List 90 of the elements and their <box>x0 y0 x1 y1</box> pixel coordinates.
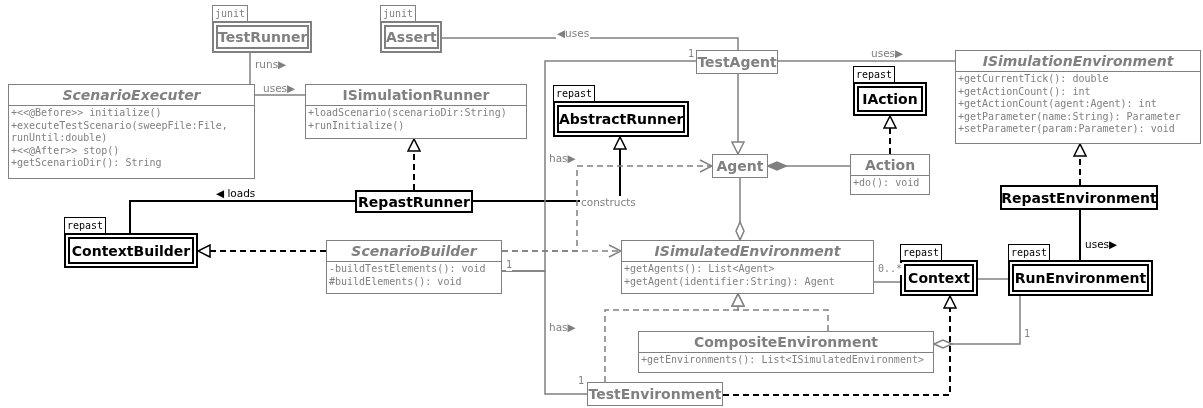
inheritance-arrow <box>604 293 745 383</box>
multiplicity-label: 1 <box>688 48 695 60</box>
association-line <box>1079 209 1081 262</box>
association-line <box>129 200 356 235</box>
method-signature: +setParameter(param:Parameter): void <box>958 123 1176 136</box>
multiplicity-label: 1 <box>578 375 585 387</box>
method-signature: +runInitialize() <box>308 119 406 132</box>
class-name: ISimulatedEnvironment <box>653 242 842 261</box>
package-tab: repast <box>64 217 107 233</box>
edge-label: uses▶ <box>262 82 297 94</box>
method-signature: #buildElements(): void <box>329 275 463 288</box>
package-tab: repast <box>900 244 943 260</box>
composition-line <box>767 161 851 171</box>
edge-label: uses▶ <box>1084 238 1119 250</box>
package-class <box>64 217 198 268</box>
edge-label: has▶ <box>548 321 577 333</box>
method-signature: +getActionCount(agent:Agent): int <box>958 98 1158 111</box>
class-name: Action <box>863 156 917 175</box>
package-class <box>212 5 312 53</box>
dependency-arrow <box>501 244 622 258</box>
association-line <box>254 94 306 96</box>
method-signature: +getAgents(): List<Agent> <box>624 263 776 276</box>
package-tab: repast <box>553 85 596 101</box>
class-name: ScenarioBuilder <box>350 242 479 261</box>
class-name: Agent <box>715 157 765 176</box>
class-name: Context <box>904 264 974 292</box>
inheritance-arrow <box>722 295 957 396</box>
association-line <box>501 270 588 395</box>
package-tab: junit <box>380 5 417 21</box>
edge-label: constructs <box>580 196 637 208</box>
method-signature: +loadScenario(scenarioDir:String) <box>308 107 508 120</box>
class-name: TestAgent <box>697 53 777 72</box>
inheritance-arrow <box>197 244 327 258</box>
edge-label: has▶ <box>548 152 577 164</box>
class-name: TestEnvironment <box>588 385 722 404</box>
class-name: Assert <box>384 25 439 49</box>
class-name: ScenarioExecuter <box>61 86 202 105</box>
class-name: ContextBuilder <box>68 237 194 264</box>
class-name: AbstractRunner <box>557 105 686 133</box>
class-name: ISimulationRunner <box>341 86 491 105</box>
method-signature: +getCurrentTick(): double <box>958 73 1110 86</box>
package-tab: junit <box>212 5 249 21</box>
method-signature: +<<@After>> stop() <box>11 144 121 157</box>
method-signature: +getEnvironments(): List<ISimulatedEnvironment> <box>641 354 925 367</box>
method-signature: +getActionCount(): int <box>958 85 1092 98</box>
association-line <box>777 60 956 62</box>
class-box <box>326 240 502 294</box>
multiplicity-label: 1 <box>1024 328 1031 340</box>
class-name: RepastRunner <box>357 193 471 212</box>
package-class <box>853 66 927 116</box>
method-signature: -buildTestElements(): void <box>329 263 487 276</box>
association-line <box>873 281 901 283</box>
edge-label: ◀uses <box>556 27 591 39</box>
class-name: RunEnvironment <box>1012 264 1149 292</box>
class-box <box>955 50 1201 144</box>
class-box <box>621 240 874 294</box>
edge-label: uses▶ <box>870 47 905 59</box>
class-box <box>638 331 934 373</box>
method-signature: +getParameter(name:String): Parameter <box>958 110 1182 123</box>
inheritance-arrow <box>731 73 745 155</box>
class-name: CompositeEnvironment <box>692 333 880 352</box>
package-class <box>900 244 978 296</box>
inheritance-arrow <box>1073 143 1087 186</box>
method-signature: +<<@Before>> initialize() <box>11 107 163 120</box>
class-name: ISimulationEnvironment <box>981 52 1175 71</box>
association-line <box>441 37 739 51</box>
method-signature: +getAgent(identifier:String): Agent <box>624 275 836 288</box>
method-signature: +executeTestScenario(sweepFile:File, runUntil:double) <box>11 119 229 145</box>
multiplicity-label: 0..* <box>878 263 903 275</box>
method-signature: +getScenarioDir(): String <box>11 157 163 170</box>
edge-label: ◀ loads <box>215 187 257 199</box>
association-line <box>249 52 251 85</box>
class-name: RepastEnvironment <box>1002 188 1156 208</box>
aggregation-line <box>933 295 1021 349</box>
class-box <box>850 154 930 195</box>
association-line <box>977 278 1009 280</box>
package-class <box>553 85 689 137</box>
class-box <box>305 84 527 139</box>
inheritance-arrow <box>883 115 897 155</box>
edge-label: runs▶ <box>254 58 288 70</box>
class-box <box>8 84 255 179</box>
inheritance-arrow <box>407 138 421 191</box>
package-tab: repast <box>853 66 896 82</box>
package-class <box>380 5 442 53</box>
multiplicity-label: 1 <box>506 259 513 271</box>
class-name: IAction <box>857 86 923 112</box>
method-signature: +do(): void <box>853 177 921 190</box>
aggregation-line <box>735 177 745 241</box>
package-tab: repast <box>1008 244 1051 260</box>
class-name: TestRunner <box>216 25 310 49</box>
